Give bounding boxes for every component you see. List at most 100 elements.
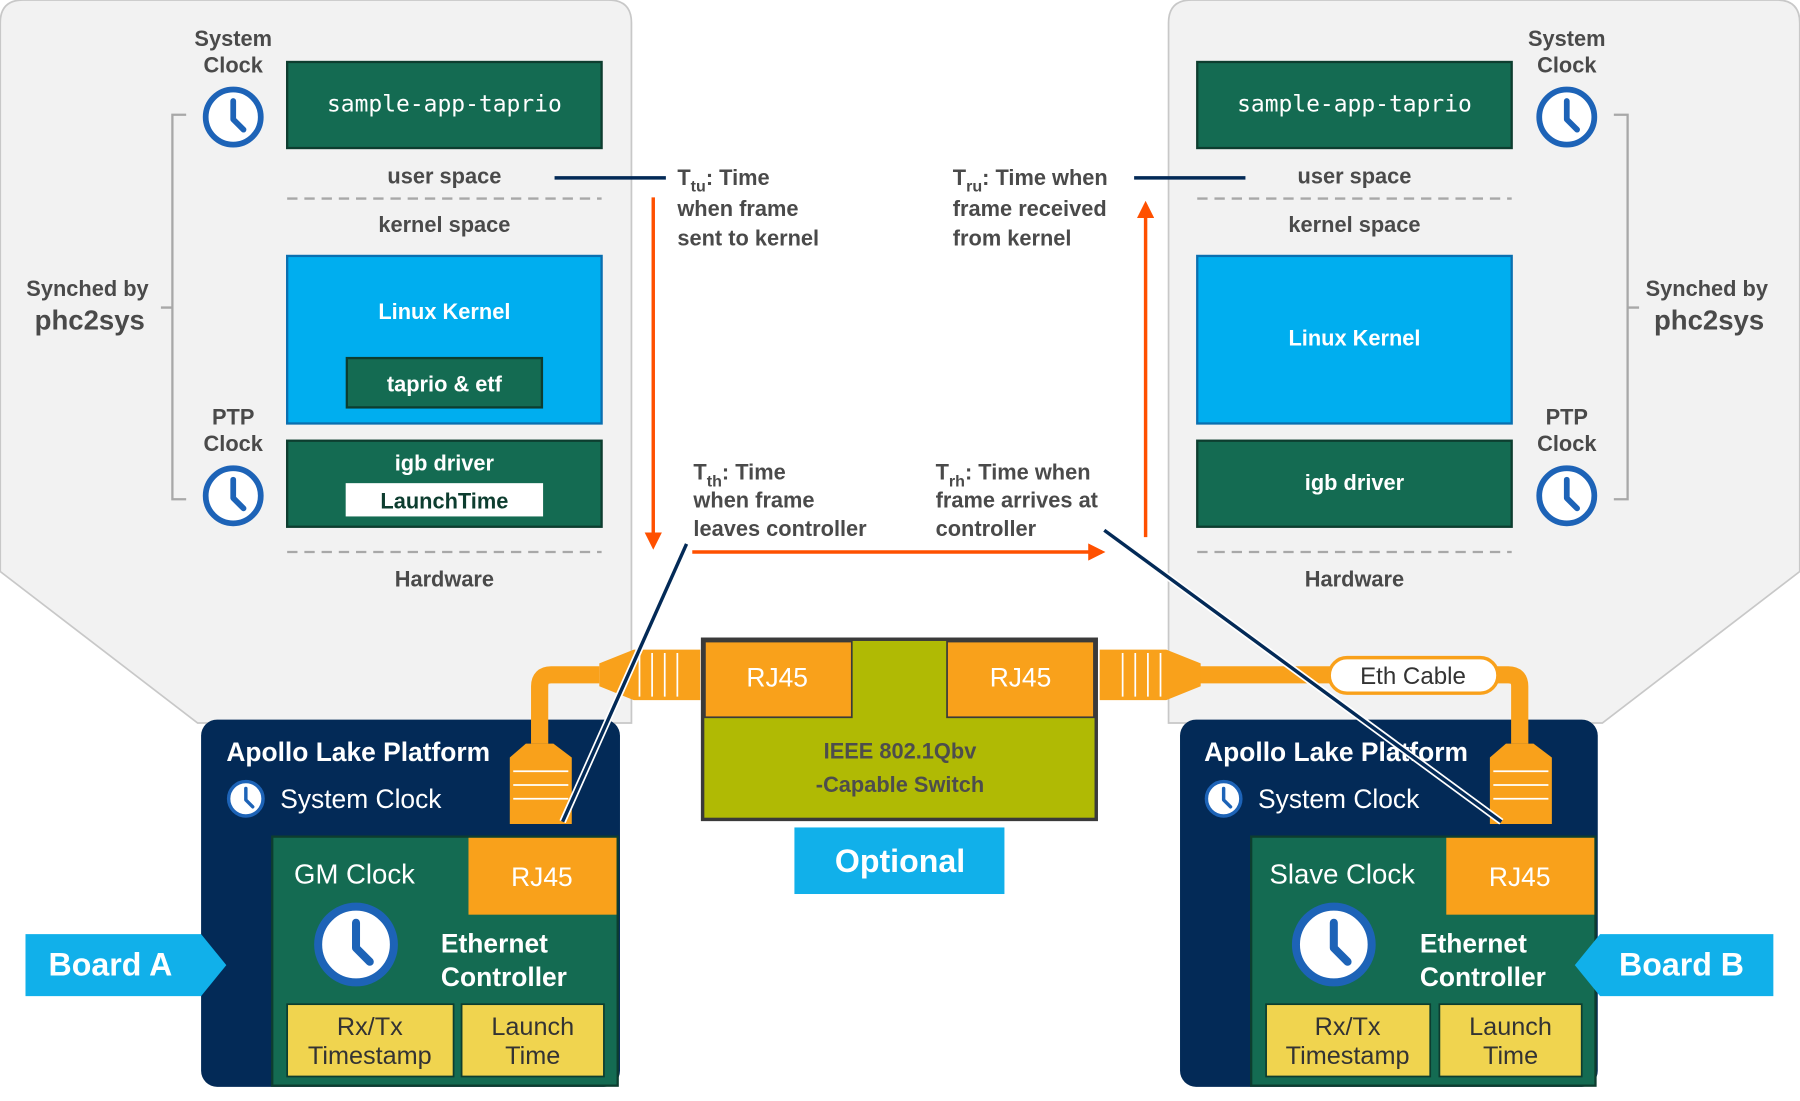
rxtx-timestamp-box-b bbox=[1265, 1003, 1432, 1078]
igb-driver-label-left: igb driver bbox=[395, 451, 495, 476]
launch-label-a-2: Time bbox=[505, 1042, 560, 1070]
board-a-badge-label: Board A bbox=[49, 946, 173, 982]
igb-driver-label-right: igb driver bbox=[1305, 470, 1405, 495]
clock-role-label-a: GM Clock bbox=[294, 859, 415, 890]
switch-port-left-label: RJ45 bbox=[746, 662, 808, 692]
linux-kernel-label-right: Linux Kernel bbox=[1288, 325, 1420, 350]
ptp-clock-icon bbox=[206, 468, 261, 523]
tth-leader-line bbox=[561, 543, 689, 823]
switch-label-1: IEEE 802.1Qbv bbox=[824, 739, 978, 764]
rj45-label-a: RJ45 bbox=[511, 862, 573, 892]
svg-text:when frame: when frame bbox=[676, 196, 798, 221]
system-clock-label-a: System Clock bbox=[280, 784, 442, 814]
kernel-space-label-right: kernel space bbox=[1288, 212, 1420, 237]
svg-text:PTP: PTP bbox=[212, 405, 254, 430]
slave-clock-icon bbox=[1296, 907, 1372, 983]
board-b-badge bbox=[1574, 934, 1774, 997]
system-clock-icon bbox=[1204, 779, 1243, 818]
ptp-clock-label-right: PTP Clock bbox=[1537, 405, 1597, 456]
board-b-badge-label: Board B bbox=[1619, 946, 1744, 982]
sync-bracket-right bbox=[1613, 113, 1640, 501]
switch-port-left[interactable] bbox=[704, 640, 853, 719]
svg-text:Clock: Clock bbox=[204, 431, 264, 456]
gm-clock-icon bbox=[318, 907, 394, 983]
controller-label-b-2: Controller bbox=[1420, 962, 1546, 992]
linux-kernel-box-right bbox=[1196, 254, 1513, 425]
launch-label-b-1: Launch bbox=[1469, 1013, 1552, 1041]
controller-label-a-1: Ethernet bbox=[441, 929, 548, 959]
svg-text:controller: controller bbox=[936, 516, 1037, 541]
hardware-label-left: Hardware bbox=[395, 566, 494, 591]
svg-text:sent to kernel: sent to kernel bbox=[677, 226, 819, 251]
svg-text:Tth: Time: Tth: Time bbox=[693, 460, 785, 491]
sync-bracket-left bbox=[160, 113, 187, 501]
svg-text:Tru: Time when: Tru: Time when bbox=[953, 165, 1108, 196]
svg-text:when frame: when frame bbox=[692, 487, 814, 512]
rxtx-label-a-2: Timestamp bbox=[308, 1042, 432, 1070]
ethernet-cables: Eth Cable bbox=[509, 649, 1552, 825]
qdisc-label: taprio & etf bbox=[387, 371, 503, 396]
trh-leader-line bbox=[1103, 528, 1503, 824]
ptp-clock-icon bbox=[1539, 468, 1594, 523]
svg-text:System: System bbox=[1528, 26, 1606, 51]
linux-kernel-label-left: Linux Kernel bbox=[378, 299, 510, 324]
eth-cable-label-box bbox=[1327, 655, 1500, 695]
optional-badge bbox=[794, 827, 1005, 895]
system-clock-icon bbox=[226, 779, 265, 818]
board-a-badge bbox=[25, 934, 227, 997]
svg-text:from kernel: from kernel bbox=[953, 226, 1072, 251]
hardware-label-right: Hardware bbox=[1305, 566, 1404, 591]
launch-time-box-a bbox=[460, 1003, 605, 1078]
qbv-switch: RJ45 RJ45 IEEE 802.1Qbv -Capable Switch … bbox=[700, 637, 1098, 895]
hw-timestamp-leaders bbox=[559, 527, 1504, 825]
plug-right-switch bbox=[1099, 649, 1201, 701]
phc2sys-label-right: phc2sys bbox=[1654, 304, 1764, 335]
switch-port-right[interactable] bbox=[946, 640, 1095, 719]
svg-text:Clock: Clock bbox=[1537, 52, 1597, 77]
launchtime-box bbox=[345, 483, 544, 517]
app-label-left: sample-app-taprio bbox=[327, 91, 562, 117]
timing-annotations: Ttu: Time when frame sent to kernel Tru:… bbox=[554, 165, 1246, 561]
system-clock-icon bbox=[1539, 90, 1594, 145]
system-clock-label-right: System Clock bbox=[1528, 26, 1606, 77]
system-clock-icon bbox=[206, 90, 261, 145]
controller-label-a-2: Controller bbox=[441, 962, 567, 992]
app-box-right bbox=[1196, 60, 1513, 150]
tru-annotation: Tru: Time when frame received from kerne… bbox=[953, 165, 1108, 251]
platform-label-a: Apollo Lake Platform bbox=[226, 737, 490, 767]
svg-text:leaves controller: leaves controller bbox=[693, 516, 867, 541]
launch-label-a-1: Launch bbox=[491, 1013, 574, 1041]
ttu-annotation: Ttu: Time when frame sent to kernel bbox=[676, 165, 819, 251]
user-space-label-right: user space bbox=[1298, 164, 1412, 189]
svg-text:PTP: PTP bbox=[1546, 405, 1588, 430]
switch-port-right-label: RJ45 bbox=[990, 662, 1052, 692]
cable-right bbox=[1191, 666, 1529, 744]
rxtx-label-a-1: Rx/Tx bbox=[337, 1013, 403, 1041]
synched-by-label-left: Synched by bbox=[26, 276, 148, 301]
system-clock-label-left: System Clock bbox=[194, 26, 272, 77]
svg-text:Clock: Clock bbox=[204, 52, 264, 77]
plug-board-b bbox=[1489, 743, 1552, 825]
qdisc-box bbox=[345, 356, 544, 409]
svg-text:Clock: Clock bbox=[1537, 431, 1597, 456]
plug-board-a bbox=[509, 743, 572, 825]
platform-label-b: Apollo Lake Platform bbox=[1204, 737, 1468, 767]
svg-text:System: System bbox=[194, 26, 272, 51]
ptp-clock-label-left: PTP Clock bbox=[204, 405, 264, 456]
eth-cable-label: Eth Cable bbox=[1360, 663, 1466, 690]
phc2sys-label-left: phc2sys bbox=[35, 304, 145, 335]
igb-driver-box-right bbox=[1196, 439, 1513, 528]
clock-role-label-b: Slave Clock bbox=[1270, 859, 1416, 890]
rj45-port-a[interactable] bbox=[468, 837, 617, 915]
svg-text:frame arrives at: frame arrives at bbox=[936, 487, 1098, 512]
rj45-port-b[interactable] bbox=[1446, 837, 1595, 915]
launch-label-b-2: Time bbox=[1483, 1042, 1538, 1070]
cable-left bbox=[531, 666, 600, 744]
tth-annotation: Tth: Time when frame leaves controller bbox=[692, 460, 867, 541]
trh-annotation: Trh: Time when frame arrives at controll… bbox=[936, 460, 1098, 541]
user-space-label-left: user space bbox=[387, 164, 501, 189]
rj45-label-b: RJ45 bbox=[1489, 862, 1551, 892]
launchtime-label: LaunchTime bbox=[380, 488, 508, 513]
